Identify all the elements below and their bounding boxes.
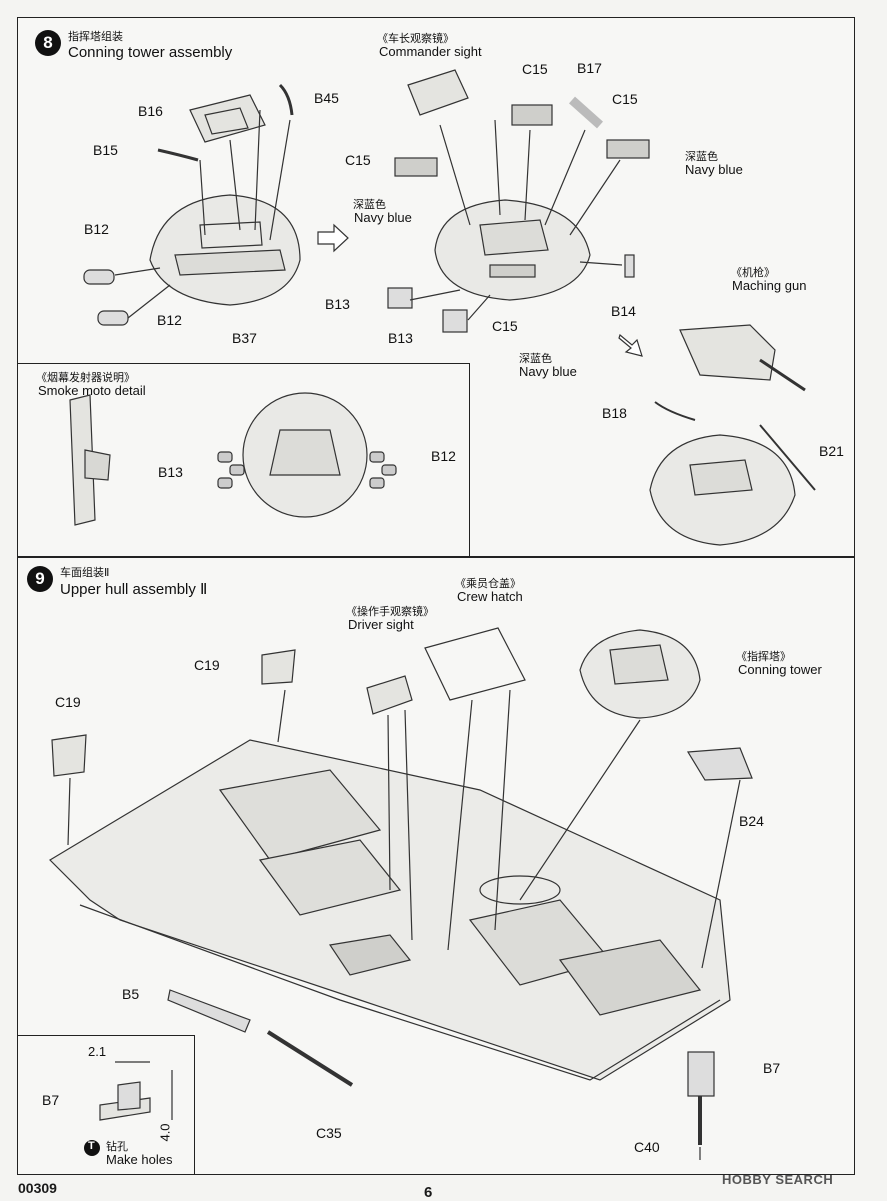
conning-tower-cn: 《指挥塔》 [736, 651, 791, 663]
part-b13-label-b: B13 [388, 330, 413, 346]
machine-gun-label: Maching gun [732, 278, 807, 293]
part-b45-label: B45 [314, 90, 339, 106]
step9-title-cn: 车面组装Ⅱ [60, 567, 110, 579]
part-c15-label-b: C15 [612, 91, 638, 107]
navy-blue-2-cn: 深蓝色 [353, 199, 386, 211]
part-b12-label-a: B12 [84, 221, 109, 237]
inset-b7-label: B7 [42, 1092, 60, 1108]
commander-sight-cn: 《车长观察镜》 [377, 33, 454, 45]
part-c40-label: C40 [634, 1139, 660, 1155]
part-b5-label: B5 [122, 986, 140, 1002]
part-c15-label-d: C15 [492, 318, 518, 334]
part-b7-label: B7 [763, 1060, 781, 1076]
drill-icon [84, 1140, 100, 1156]
part-b21-label: B21 [819, 443, 844, 459]
step8-title-cn: 指挥塔组装 [68, 31, 123, 43]
navy-blue-2-en: Navy blue [354, 210, 412, 225]
page-number: 6 [424, 1184, 433, 1201]
part-c15-label-c: C15 [345, 152, 371, 168]
part-b12-label-b: B12 [157, 312, 182, 328]
step8-title-en: Conning tower assembly [68, 44, 233, 61]
part-c15-label-a: C15 [522, 61, 548, 77]
dimension-4-0: 4.0 [157, 1123, 173, 1142]
machine-gun-cn: 《机枪》 [731, 267, 775, 279]
drill-icon-letter: T [88, 1140, 95, 1152]
crew-hatch-cn: 《乘员仓盖》 [455, 578, 521, 590]
part-c35-label: C35 [316, 1125, 342, 1141]
make-holes-label: Make holes [106, 1152, 173, 1167]
part-c19-label-a: C19 [194, 657, 220, 673]
part-b37-label: B37 [232, 330, 257, 346]
part-b24-label: B24 [739, 813, 764, 829]
navy-blue-1-en: Navy blue [685, 162, 743, 177]
driver-sight-cn: 《操作手观察镜》 [346, 606, 434, 618]
step9-number: 9 [27, 566, 53, 592]
navy-blue-3-cn: 深蓝色 [519, 353, 552, 365]
step9-title-en: Upper hull assembly Ⅱ [60, 581, 208, 598]
navy-blue-1-cn: 深蓝色 [685, 151, 718, 163]
smoke-detail-title: Smoke moto detail [38, 383, 146, 398]
product-code: 00309 [18, 1180, 57, 1196]
smoke-b12-label: B12 [431, 448, 456, 464]
make-holes-cn: 钻孔 [106, 1141, 128, 1153]
part-b15-label: B15 [93, 142, 118, 158]
part-b13-label-a: B13 [325, 296, 350, 312]
make-holes-inset [17, 1035, 195, 1175]
part-b18-label: B18 [602, 405, 627, 421]
part-c19-label-b: C19 [55, 694, 81, 710]
navy-blue-3-en: Navy blue [519, 364, 577, 379]
commander-sight-label: Commander sight [379, 44, 482, 59]
dimension-2-1: 2.1 [88, 1044, 107, 1059]
part-b17-label: B17 [577, 60, 602, 76]
conning-tower-label: Conning tower [738, 662, 822, 677]
smoke-detail-cn: 《烟幕发射器说明》 [36, 372, 135, 384]
step8-number: 8 [35, 30, 61, 56]
part-b16-label: B16 [138, 103, 163, 119]
smoke-b13-label: B13 [158, 464, 183, 480]
part-b14-label: B14 [611, 303, 636, 319]
crew-hatch-label: Crew hatch [457, 589, 523, 604]
watermark-logo: HOBBY SEARCH [722, 1172, 834, 1187]
driver-sight-label: Driver sight [348, 617, 414, 632]
